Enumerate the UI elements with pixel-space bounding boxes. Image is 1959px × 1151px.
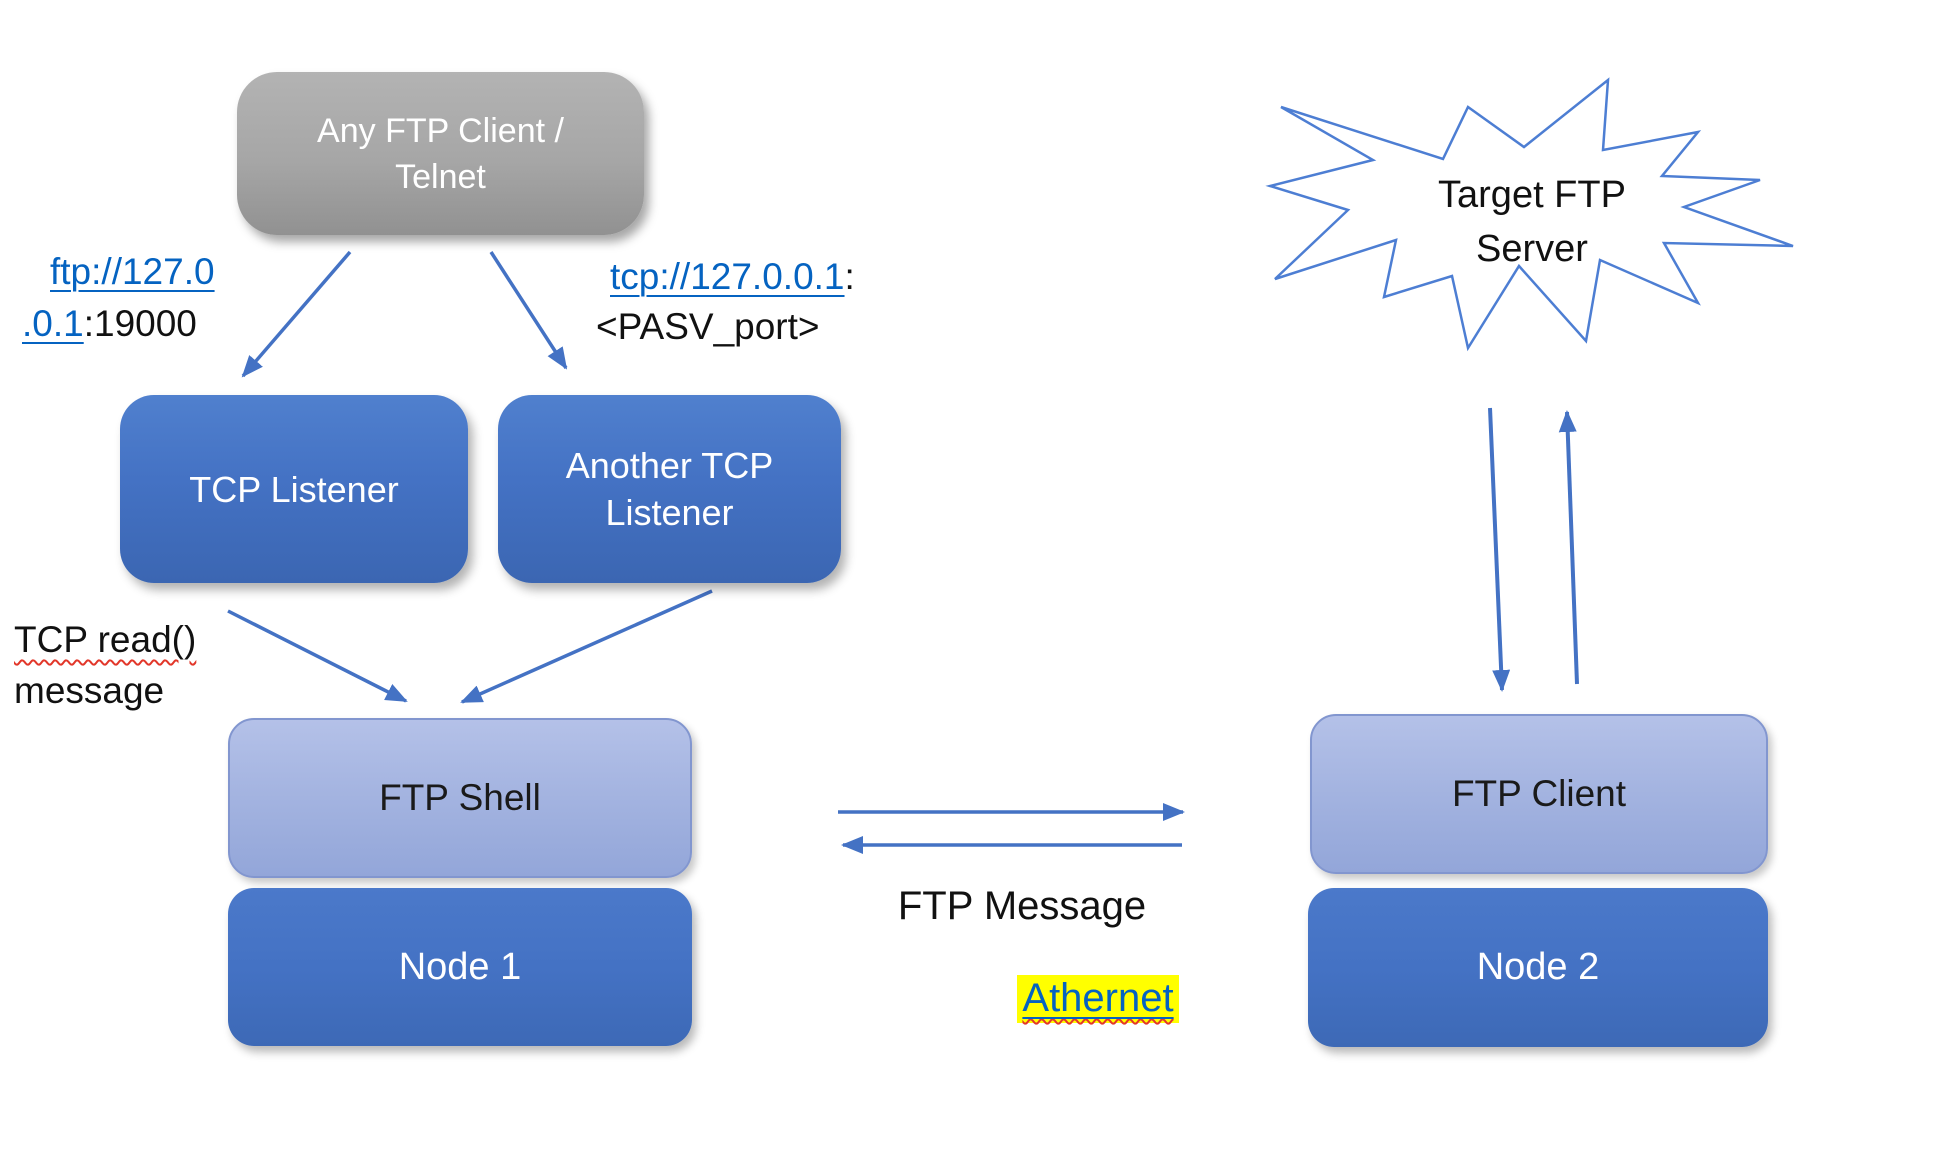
another-tcp-listener-label-line1: Another TCP: [565, 445, 774, 486]
another-tcp-listener-label-line2: Listener: [605, 492, 734, 533]
tcp-read-note-line1: TCP read(): [14, 619, 197, 660]
arrow-listener2-to-shell-icon: [460, 589, 713, 704]
tcp-url-pasv-port: <PASV_port>: [596, 306, 820, 347]
ftp-url-link-part2[interactable]: .0.1: [22, 303, 84, 344]
arrow-client-to-listener2-icon: [489, 251, 568, 370]
any-ftp-client-box: Any FTP Client / Telnet: [237, 72, 644, 235]
ftp-client-label: FTP Client: [1451, 773, 1627, 814]
tcp-url-link[interactable]: tcp://127.0.0.1: [610, 256, 845, 297]
target-ftp-server-label: Target FTP Server: [1377, 168, 1687, 276]
tcp-read-note: TCP read() message: [14, 614, 196, 716]
tcp-read-note-line2: message: [14, 670, 165, 711]
ftp-message-label: FTP Message: [897, 884, 1147, 928]
arrow-client-to-listener1-icon: [241, 250, 352, 378]
target-ftp-server-label-line1: Target FTP: [1438, 174, 1626, 216]
arrow-client-to-server-icon: [1558, 410, 1579, 685]
ftp-url-text: ftp://127.0 .0.1:19000: [22, 246, 215, 350]
target-ftp-server-burst-shape: [1265, 77, 1794, 352]
ftp-url-link-part1[interactable]: ftp://127.0: [50, 251, 215, 292]
target-ftp-server-label-line2: Server: [1476, 228, 1588, 270]
another-tcp-listener-box: Another TCP Listener: [498, 395, 841, 583]
arrow-server-to-client-icon: [1488, 407, 1511, 692]
tcp-listener-label: TCP Listener: [189, 468, 399, 510]
ftp-url-port: :19000: [83, 303, 197, 344]
ftp-shell-label: FTP Shell: [379, 777, 541, 818]
node2-box: Node 2: [1308, 888, 1768, 1047]
tcp-url-colon: :: [844, 256, 855, 297]
athernet-wrap: Athernet: [948, 975, 1248, 1023]
ftp-client-box: FTP Client: [1310, 714, 1768, 874]
node2-label: Node 2: [1476, 946, 1600, 988]
arrow-listener1-to-shell-icon: [227, 609, 408, 703]
athernet-link[interactable]: Athernet: [1022, 976, 1174, 1020]
node1-label: Node 1: [398, 945, 522, 988]
node1-box: Node 1: [228, 888, 692, 1046]
ftp-shell-box: FTP Shell: [228, 718, 692, 878]
any-ftp-client-label-line1: Any FTP Client /: [317, 111, 564, 150]
tcp-url-text: tcp://127.0.0.1: <PASV_port>: [596, 252, 855, 352]
tcp-listener-box: TCP Listener: [120, 395, 468, 583]
any-ftp-client-label-line2: Telnet: [395, 157, 486, 196]
